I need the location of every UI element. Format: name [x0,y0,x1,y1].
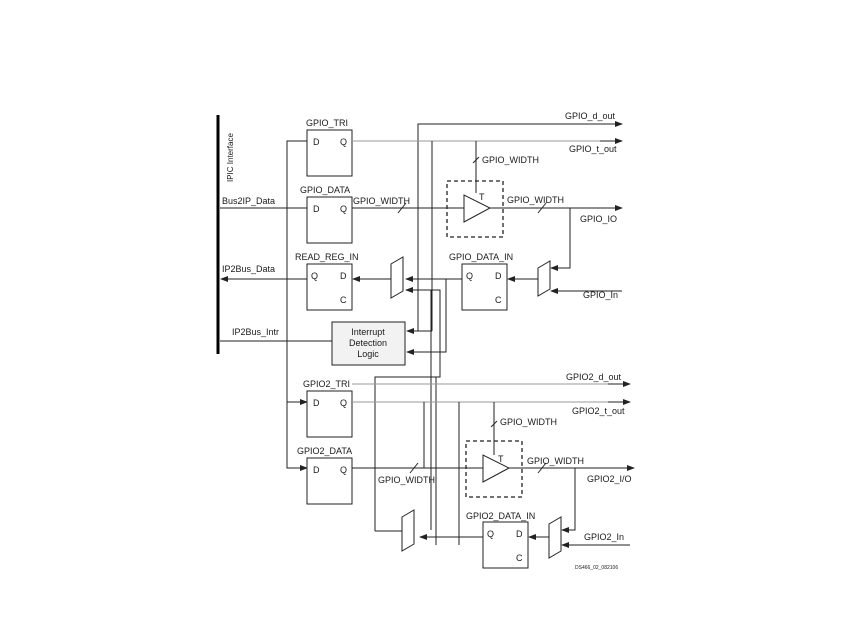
gpio-d-out-wire [417,121,623,331]
gpio-in-mux [537,260,551,297]
gpio-data-title: GPIO_DATA [300,185,350,195]
interrupt-line2: Detection [349,338,387,348]
tri2-width-slash [490,420,498,428]
interrupt-detection-logic-block [331,321,406,366]
gpio2-io-buffer [482,454,511,483]
data-width-label: GPIO_WIDTH [353,196,410,206]
gpio-tri-title: GPIO_TRI [306,118,348,128]
buffer2-t-label: T [498,454,504,464]
gpio2-data-in-d: D [516,529,523,539]
figure-id: DS466_02_082106 [575,565,618,571]
gpio-d-out-label: GPIO_d_out [565,111,616,121]
gpio2-io-buffer-frame [465,440,523,498]
gpio2-data-in-q: Q [487,529,494,539]
gpio2-in-label: GPIO2_In [584,532,624,542]
gpio-io-label: GPIO_IO [580,214,617,224]
gpio-io-buffer [463,194,492,223]
gpio2-data-in-title: GPIO2_DATA_IN [466,511,535,521]
gpio-data-in-register [461,263,508,311]
gpio2-data-q: Q [340,465,347,475]
ip2bus-intr-label: IP2Bus_Intr [232,327,279,337]
gpio-data-q: Q [340,204,347,214]
gpio2-t-out-label: GPIO2_t_out [572,406,625,416]
data2-width-label: GPIO_WIDTH [378,475,435,485]
gpio-tri-q: Q [340,137,347,147]
gpio-io-loopback-wire [550,208,571,271]
ipic-interface-label: IPIC Interface [226,133,235,182]
gpio-data-in-d: D [495,271,502,281]
gpio-t-out-label: GPIO_t_out [569,144,617,154]
tri-width-label: GPIO_WIDTH [482,155,539,165]
gpio2-io-label: GPIO2_I/O [587,474,632,484]
gpio2-tri-q: Q [340,398,347,408]
gpio-data-in-c: C [495,295,502,305]
gpio-io-buffer-frame [446,180,504,238]
gpio2-data-in-register [482,521,529,569]
gpio2-tri-d: D [313,398,320,408]
gpio2-tri-title: GPIO2_TRI [303,379,350,389]
data-in-to-interrupt-wire [406,279,447,355]
read-reg-in-title: READ_REG_IN [295,252,359,262]
buffer-t-label: T [479,192,485,202]
read-reg-in-q: Q [311,271,318,281]
gpio-in-label: GPIO_In [583,290,618,300]
data2-width-slash [409,462,419,474]
gpio-data-d: D [313,204,320,214]
bus-to-gpio2-data-wire [286,208,307,469]
bus2ip-data-label: Bus2IP_Data [222,196,275,206]
ch2-read-mux [401,509,415,552]
gpio-data-in-title: GPIO_DATA_IN [449,252,513,262]
interrupt-line3: Logic [357,349,379,359]
bus-to-gpio-tri-wire [286,140,307,208]
tri-width-slash [472,156,480,164]
gpio-tri-register [306,129,353,177]
ch2-to-read-mux-wire [374,287,441,531]
gpio2-data-register [306,457,353,505]
gpio2-io-loopback-wire [561,468,576,533]
gpio2-data-d: D [313,465,320,475]
out-width-label: GPIO_WIDTH [507,195,564,205]
gpio2-d-out-label: GPIO2_d_out [566,372,622,382]
read-reg-in-d: D [340,271,347,281]
gpio2-data-in-c: C [516,553,523,563]
out-width-slash [537,202,547,214]
gpio2-in-mux [548,516,562,559]
out2-width-label: GPIO_WIDTH [527,456,584,466]
gpio2-data-title: GPIO2_DATA [297,446,352,456]
read-reg-in-register [306,263,353,311]
read-reg-in-mux [390,256,404,299]
ip2bus-data-label: IP2Bus_Data [222,264,275,274]
out2-width-slash [537,462,547,474]
gpio2-tri-register [306,390,353,438]
read-reg-in-c: C [340,295,347,305]
interrupt-line1: Interrupt [351,327,385,337]
gpio-data-in-q: Q [466,271,473,281]
data-width-slash [397,202,407,214]
gpio-tri-d: D [313,137,320,147]
gpio-data-register [306,196,353,244]
tri2-width-label: GPIO_WIDTH [500,417,557,427]
